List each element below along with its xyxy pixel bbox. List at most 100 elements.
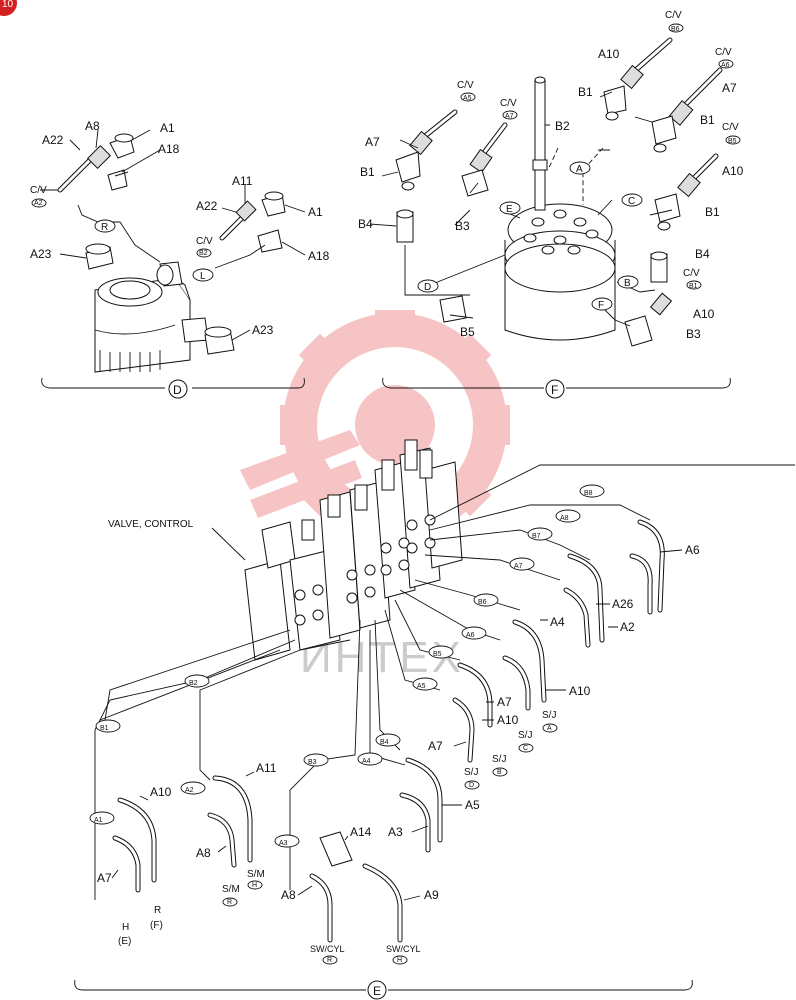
d-label-a8: A8 <box>85 119 100 133</box>
d-oval-l: L <box>200 271 206 282</box>
term-sm-r-tag: R <box>227 899 232 906</box>
term-r: R <box>154 905 161 916</box>
f-cv-b6-tag: B6 <box>671 26 680 33</box>
f-hose-a7-mid <box>461 122 508 197</box>
e-label-a8b: A8 <box>281 888 296 902</box>
f-label-b1-right: B1 <box>705 205 720 219</box>
e-label-a10: A10 <box>569 684 591 698</box>
f-label-b3: B3 <box>455 219 470 233</box>
f-cv-b5-tag: B5 <box>728 138 737 145</box>
f-label-a7: A7 <box>722 81 737 95</box>
control-valve <box>244 439 463 661</box>
hose-a7 <box>452 662 493 763</box>
f-label-b1: B1 <box>578 85 593 99</box>
f-cv-a5: C/V <box>457 80 474 91</box>
hose-a5 <box>399 757 443 853</box>
term-sj-a: S/J <box>542 710 556 721</box>
f-oval-b: B <box>624 278 631 289</box>
f-label-b1-left: B1 <box>360 165 375 179</box>
term-sm-h-tag: H <box>252 882 257 889</box>
f-hose-a7-top <box>651 67 723 153</box>
valve-control-label: VALVE, CONTROL <box>108 519 194 530</box>
f-oval-e: E <box>506 204 513 215</box>
d-label-a23: A23 <box>30 247 52 261</box>
f-label-b3-bottom: B3 <box>686 327 701 341</box>
e-label-a3: A3 <box>388 825 403 839</box>
f-label-a10-bottom: A10 <box>693 307 715 321</box>
port-b3: B3 <box>308 759 317 766</box>
port-a4: A4 <box>362 758 371 765</box>
term-sj-d: S/J <box>464 767 478 778</box>
f-b4-left <box>396 209 414 243</box>
term-swcyl-h-tag: H <box>397 957 402 964</box>
f-cv-a5-tag: A5 <box>463 95 472 102</box>
term-sj-a-tag: A <box>547 725 552 732</box>
f-hose-a7-left <box>395 109 458 191</box>
d-label-a18b: A18 <box>308 249 330 263</box>
f-label-b5: B5 <box>460 325 475 339</box>
hose-a6 <box>629 519 665 615</box>
section-f: C/V B6 A10 C/V A6 B1 A7 C/V A5 C/V A7 B2… <box>358 10 744 399</box>
term-sj-c-tag: C <box>523 745 528 752</box>
term-sj-b: S/J <box>492 754 506 765</box>
d-label-a1b: A1 <box>308 205 323 219</box>
f-hose-a10-top <box>603 37 673 121</box>
port-b7: B7 <box>532 533 541 540</box>
f-label-a10: A10 <box>598 47 620 61</box>
f-hose-a10-right <box>654 153 719 231</box>
watermark-logo <box>240 310 510 540</box>
port-a8: A8 <box>560 515 569 522</box>
f-cv-a7-tag: A7 <box>505 113 514 120</box>
port-a6: A6 <box>466 632 475 639</box>
hose-a26 <box>563 553 605 648</box>
e-label-a26: A26 <box>612 597 634 611</box>
f-label-b4-right: B4 <box>695 247 710 261</box>
d-label-a18: A18 <box>158 142 180 156</box>
f-label-b2: B2 <box>555 119 570 133</box>
fitting-a14 <box>319 831 353 867</box>
f-cv-b1: C/V <box>683 268 700 279</box>
term-f: (F) <box>150 920 163 931</box>
term-sj-d-tag: D <box>469 782 474 789</box>
e-label-a8: A8 <box>196 846 211 860</box>
port-b8: B8 <box>584 490 593 497</box>
term-sj-b-tag: B <box>497 769 502 776</box>
e-label-a4: A4 <box>550 615 565 629</box>
section-e: B8 A8 B7 A7 B6 A6 B5 A5 B4 A4 B3 A3 B2 A… <box>74 439 795 1000</box>
f-cv-a6: C/V <box>715 47 732 58</box>
d-oval-r: R <box>101 222 108 233</box>
port-b2: B2 <box>189 680 198 687</box>
f-cv-a7: C/V <box>500 98 517 109</box>
d-label-a23b: A23 <box>252 323 274 337</box>
f-oval-c: C <box>628 196 635 207</box>
e-label-a2: A2 <box>620 620 635 634</box>
f-b5 <box>439 295 467 323</box>
term-swcyl-r: SW/CYL <box>310 944 345 954</box>
page-badge-number: 10 <box>2 0 14 10</box>
f-oval-d: D <box>424 282 431 293</box>
port-a5: A5 <box>417 683 426 690</box>
term-swcyl-r-tag: R <box>327 957 332 964</box>
d-label-cv-a2: A2 <box>34 200 43 207</box>
port-b5: B5 <box>433 651 442 658</box>
f-label-b4-left: B4 <box>358 217 373 231</box>
d-label-cv: C/V <box>30 185 47 196</box>
e-label-a7b: A7 <box>428 739 443 753</box>
port-a1: A1 <box>94 817 103 824</box>
port-a7: A7 <box>514 563 523 570</box>
port-a3: A3 <box>279 840 288 847</box>
e-label-a7: A7 <box>497 695 512 709</box>
term-sm-r: S/M <box>222 884 240 895</box>
f-a10-bottom <box>624 292 673 347</box>
f-label-a7-left: A7 <box>365 135 380 149</box>
f-oval-a: A <box>576 164 583 175</box>
hose-a10 <box>502 619 547 711</box>
term-sm-h: S/M <box>247 869 265 880</box>
term-sj-c: S/J <box>518 730 532 741</box>
f-cv-b6: C/V <box>665 10 682 21</box>
port-b4: B4 <box>380 739 389 746</box>
e-label-a9: A9 <box>424 888 439 902</box>
hose-a9 <box>362 863 403 943</box>
port-b6: B6 <box>478 599 487 606</box>
